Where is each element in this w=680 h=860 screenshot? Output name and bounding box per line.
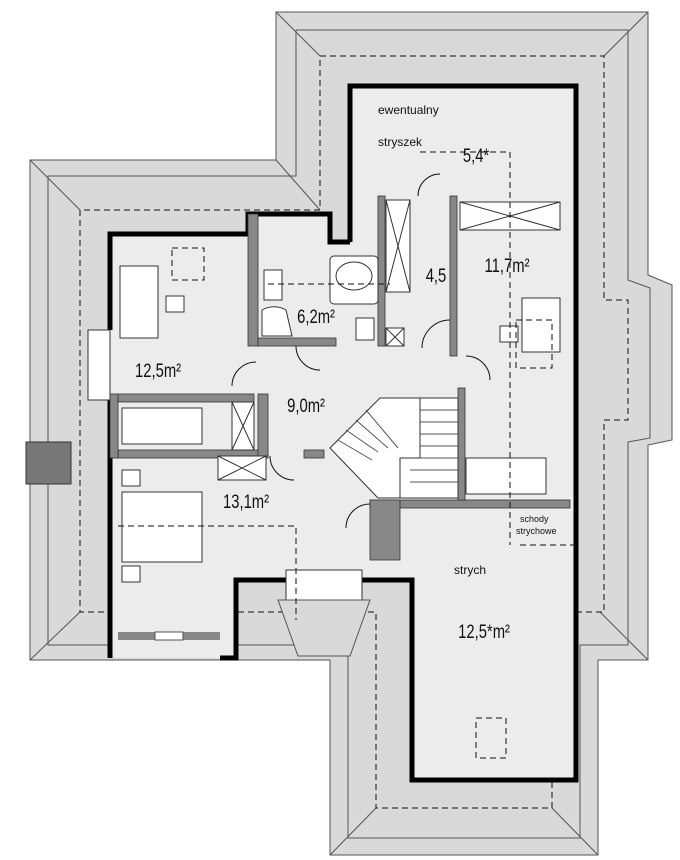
door-arc (269, 455, 295, 481)
area-closet: 4,5 (426, 265, 447, 286)
door-arc (295, 345, 321, 371)
toilet (355, 317, 375, 341)
labels: 12,5m² 6,2m² 4,5 ewentualny stryszek 5,4… (135, 103, 557, 642)
dashed-lines (118, 151, 576, 759)
door-arc (421, 319, 451, 349)
nightstand-2 (121, 469, 141, 487)
nightstand (121, 565, 141, 583)
bay-roof (277, 599, 371, 657)
chair-right (499, 325, 519, 343)
stairs-note-line1: schody (520, 514, 549, 524)
interior-walls (109, 195, 571, 561)
attic-label: strych (454, 563, 486, 577)
bed-right (465, 457, 547, 495)
attic-optional-line2: stryszek (378, 135, 423, 149)
area-bedroom-left: 12,5m² (135, 360, 181, 381)
bay-window (285, 569, 363, 601)
building (87, 83, 579, 783)
area-attic: 12,5*m² (458, 621, 510, 642)
exterior-wall (347, 83, 579, 783)
exterior-wall (220, 577, 290, 661)
shower (261, 306, 293, 337)
chair-left (165, 295, 185, 313)
attic-optional-line1: ewentualny (378, 103, 439, 117)
tub-basin (335, 261, 373, 291)
door-arc (417, 173, 441, 197)
balcony-door (87, 329, 111, 401)
stairs-note-line2: strychowe (516, 526, 557, 536)
bed-left (121, 407, 203, 445)
sink (263, 269, 283, 301)
area-hall: 9,0m² (287, 395, 325, 416)
area-bedroom-right: 11,7m² (485, 255, 530, 276)
area-bathroom: 6,2m² (297, 306, 335, 327)
door-arc (345, 503, 371, 529)
area-bedroom-bottom: 13,1m² (223, 491, 269, 512)
door-arc (231, 361, 257, 387)
eave-line (47, 29, 651, 839)
doors (231, 173, 491, 529)
desk-right (521, 297, 561, 353)
floor-slab (110, 86, 576, 780)
chimney (25, 441, 72, 485)
roof-hips (29, 11, 649, 856)
bed-bottom (121, 491, 203, 563)
area-attic-optional: 5,4* (463, 145, 490, 166)
window (154, 631, 184, 641)
door-arc (465, 355, 491, 381)
staircase (329, 397, 459, 499)
desk-left (119, 265, 159, 339)
